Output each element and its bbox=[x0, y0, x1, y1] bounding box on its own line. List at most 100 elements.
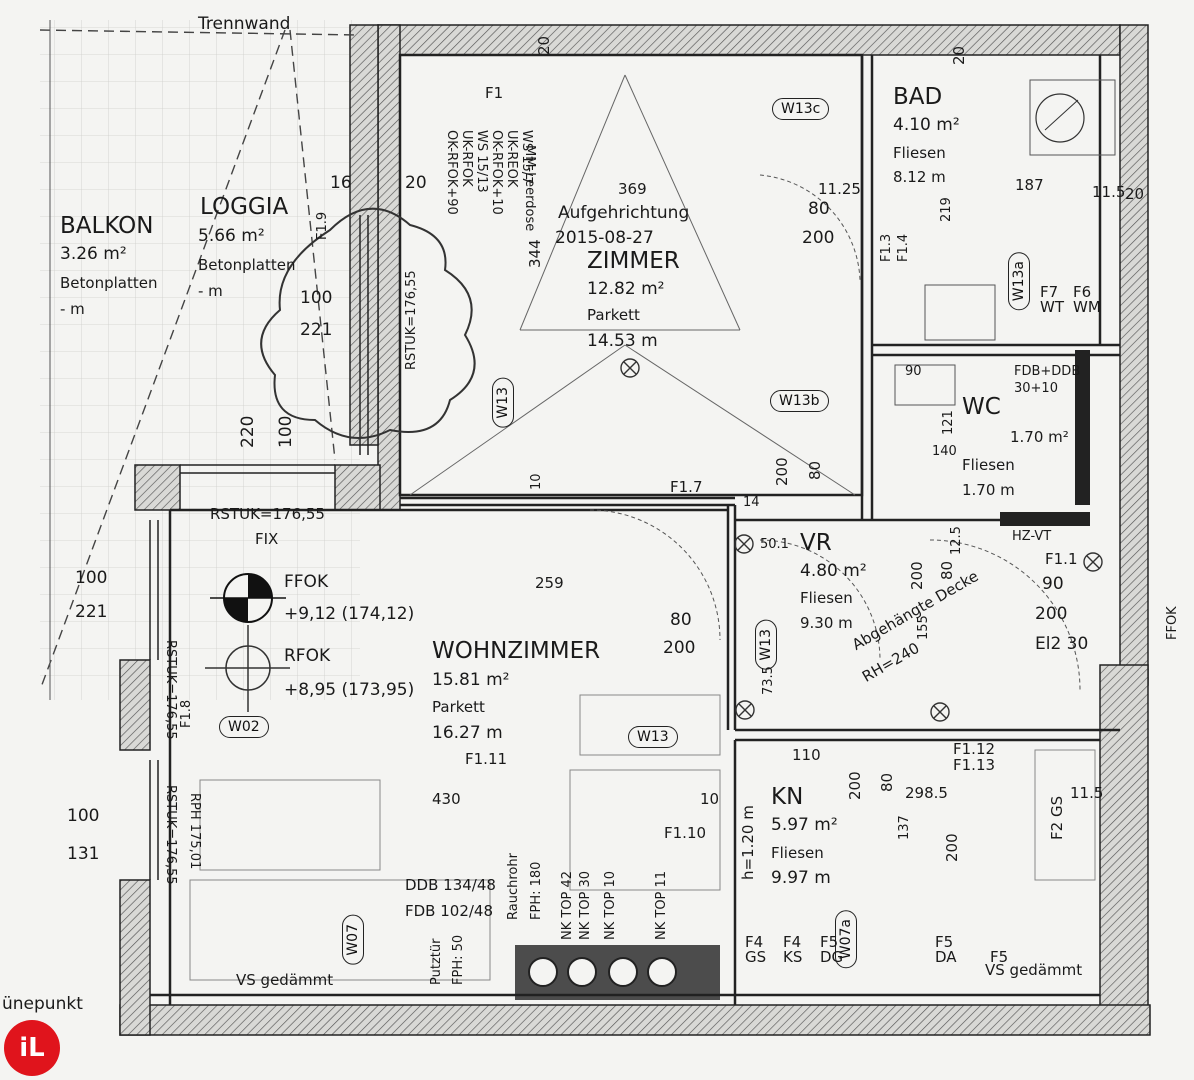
wc-shaft-wall bbox=[1075, 350, 1090, 505]
windows bbox=[149, 215, 369, 880]
note-hz: HZ-VT bbox=[1012, 529, 1052, 544]
fixture-f1-zimmer: F1 bbox=[485, 84, 504, 102]
fixture-f1-4: F1.4 bbox=[896, 233, 911, 262]
dim-12-5: 12.5 bbox=[949, 526, 964, 555]
room-name-wohnzimmer: WOHNZIMMER bbox=[432, 638, 601, 664]
fixture-f1-7: F1.7 bbox=[670, 478, 703, 496]
room-perimeter-bad: 8.12 m bbox=[893, 168, 946, 186]
dim-14: 14 bbox=[743, 495, 760, 510]
room-perimeter-loggia: - m bbox=[198, 282, 223, 300]
room-area-bad: 4.10 m² bbox=[893, 115, 960, 135]
note-fdb-wc2: 30+10 bbox=[1014, 381, 1058, 396]
dim-298-5: 298.5 bbox=[905, 784, 948, 802]
zimmer-note2: 2015-08-27 bbox=[555, 228, 654, 248]
ffok-label: FFOK bbox=[284, 572, 329, 592]
room-area-vr: 4.80 m² bbox=[800, 561, 867, 581]
nk-top-10: NK TOP 10 bbox=[603, 870, 618, 940]
nk-top-11: NK TOP 11 bbox=[654, 870, 669, 940]
washbasin bbox=[924, 284, 996, 341]
room-area-balkon: 3.26 m² bbox=[60, 244, 127, 264]
room-perimeter-vr: 9.30 m bbox=[800, 614, 853, 632]
room-name-kn: KN bbox=[771, 784, 804, 810]
note-el: El2 30 bbox=[1035, 634, 1089, 654]
room-floor-balkon: Betonplatten bbox=[60, 274, 158, 292]
dim-50-1: 50.1 bbox=[760, 537, 789, 552]
dim-200-f: 200 bbox=[1035, 604, 1068, 624]
dim-90-b: 90 bbox=[905, 364, 922, 379]
kitchen-outlets bbox=[528, 957, 677, 987]
balcony-dashed-lines bbox=[39, 29, 361, 691]
fixture-f7-wt: F7 WT bbox=[1040, 283, 1064, 316]
dim-loggia-100: 100 bbox=[300, 288, 333, 308]
dim-200-b: 200 bbox=[802, 228, 835, 248]
dim-11-5: 11.5 bbox=[1092, 183, 1126, 201]
note-fdb: FDB 102/48 bbox=[405, 902, 494, 920]
note-fok: FFOK bbox=[1165, 606, 1180, 640]
dim-balkon-100: 100 bbox=[75, 568, 108, 588]
door-swings bbox=[589, 174, 1081, 691]
dim-10-b: 10 bbox=[700, 790, 720, 808]
room-floor-vr: Fliesen bbox=[800, 589, 853, 607]
fixture-f6-wm: F6 WM bbox=[1073, 283, 1101, 316]
note-rstuk-top: RSTUK=176,55 bbox=[210, 505, 325, 523]
dim-80-c: 80 bbox=[878, 772, 896, 792]
room-area-zimmer: 12.82 m² bbox=[587, 279, 665, 299]
zimmer-roof-lines bbox=[409, 74, 856, 496]
dim-90-a: 90 bbox=[1042, 574, 1064, 594]
nk-top-30: NK TOP 30 bbox=[578, 870, 593, 940]
note-rstuk-lower: RSTUK=176,55 bbox=[163, 785, 178, 885]
fixture-f1-8: F1.8 bbox=[179, 699, 194, 728]
note-vs-left: VS gedämmt bbox=[236, 971, 334, 989]
room-name-wc: WC bbox=[962, 394, 1001, 420]
note-ddb: DDB 134/48 bbox=[405, 876, 496, 894]
furniture bbox=[189, 694, 1096, 981]
window-spec-3: OK-RFOK+10 bbox=[489, 130, 504, 215]
window-spec-1: WS 15/7 bbox=[519, 130, 534, 185]
dim-16: 16 bbox=[330, 173, 352, 193]
room-perimeter-wc: 1.70 m bbox=[962, 481, 1015, 499]
dim-187: 187 bbox=[1015, 176, 1044, 194]
fixture-f1-11: F1.11 bbox=[465, 750, 508, 768]
dim-121: 121 bbox=[941, 410, 956, 435]
dim-11-5-b: 11.5 bbox=[1070, 784, 1104, 802]
room-area-kn: 5.97 m² bbox=[771, 815, 838, 835]
note-trennwand: Trennwand bbox=[198, 14, 291, 34]
room-perimeter-balkon: - m bbox=[60, 300, 85, 318]
note-rstuk-loggia: RSTUK=176,55 bbox=[404, 270, 419, 370]
ffok-value: +9,12 (174,12) bbox=[284, 604, 415, 624]
dim-200-c: 200 bbox=[846, 771, 864, 800]
tree-symbol bbox=[260, 207, 476, 439]
note-fph: FPH: 180 bbox=[529, 861, 544, 920]
dim-430: 430 bbox=[432, 790, 461, 808]
wc-shaft-base bbox=[1000, 512, 1090, 526]
window-tag-w13c: W13c bbox=[772, 98, 830, 120]
dim-200-g: 200 bbox=[773, 457, 791, 486]
room-floor-wohnzimmer: Parkett bbox=[432, 698, 485, 716]
dim-20-c: 20 bbox=[950, 45, 968, 65]
fixture-f4-gs: F4 GS bbox=[745, 933, 767, 966]
brand-logo: iL bbox=[4, 1020, 60, 1076]
window-spec-6: OK-RFOK+90 bbox=[444, 130, 459, 215]
fixture-f1-12: F1.12 bbox=[953, 740, 996, 758]
room-name-loggia: LOGGIA bbox=[200, 194, 289, 220]
room-floor-kn: Fliesen bbox=[771, 844, 824, 862]
window-tag-w13a: W13a bbox=[1008, 252, 1030, 311]
note-vs-right: VS gedämmt bbox=[985, 961, 1083, 979]
room-area-loggia: 5.66 m² bbox=[198, 226, 265, 246]
wc-toilet bbox=[894, 364, 956, 406]
window-tag-w13-zimmer: W13 bbox=[492, 378, 514, 428]
rfok-label: RFOK bbox=[284, 646, 331, 666]
room-perimeter-zimmer: 14.53 m bbox=[587, 331, 658, 351]
window-tag-w07: W07 bbox=[342, 915, 364, 965]
zimmer-dim: 369 bbox=[618, 180, 647, 198]
note-rph: RPH 175,01 bbox=[187, 793, 202, 870]
balcony-grid bbox=[40, 20, 360, 700]
fixture-f1-3: F1.3 bbox=[879, 233, 894, 262]
fixture-f1-1: F1.1 bbox=[1045, 550, 1078, 568]
fixture-f2-gs: F2 GS bbox=[1048, 795, 1066, 840]
dim-80-e: 80 bbox=[806, 460, 824, 480]
room-name-vr: VR bbox=[800, 530, 832, 556]
dim-h120: h=1.20 m bbox=[739, 805, 757, 880]
fixture-f5-dg: F5 DG bbox=[820, 933, 844, 966]
